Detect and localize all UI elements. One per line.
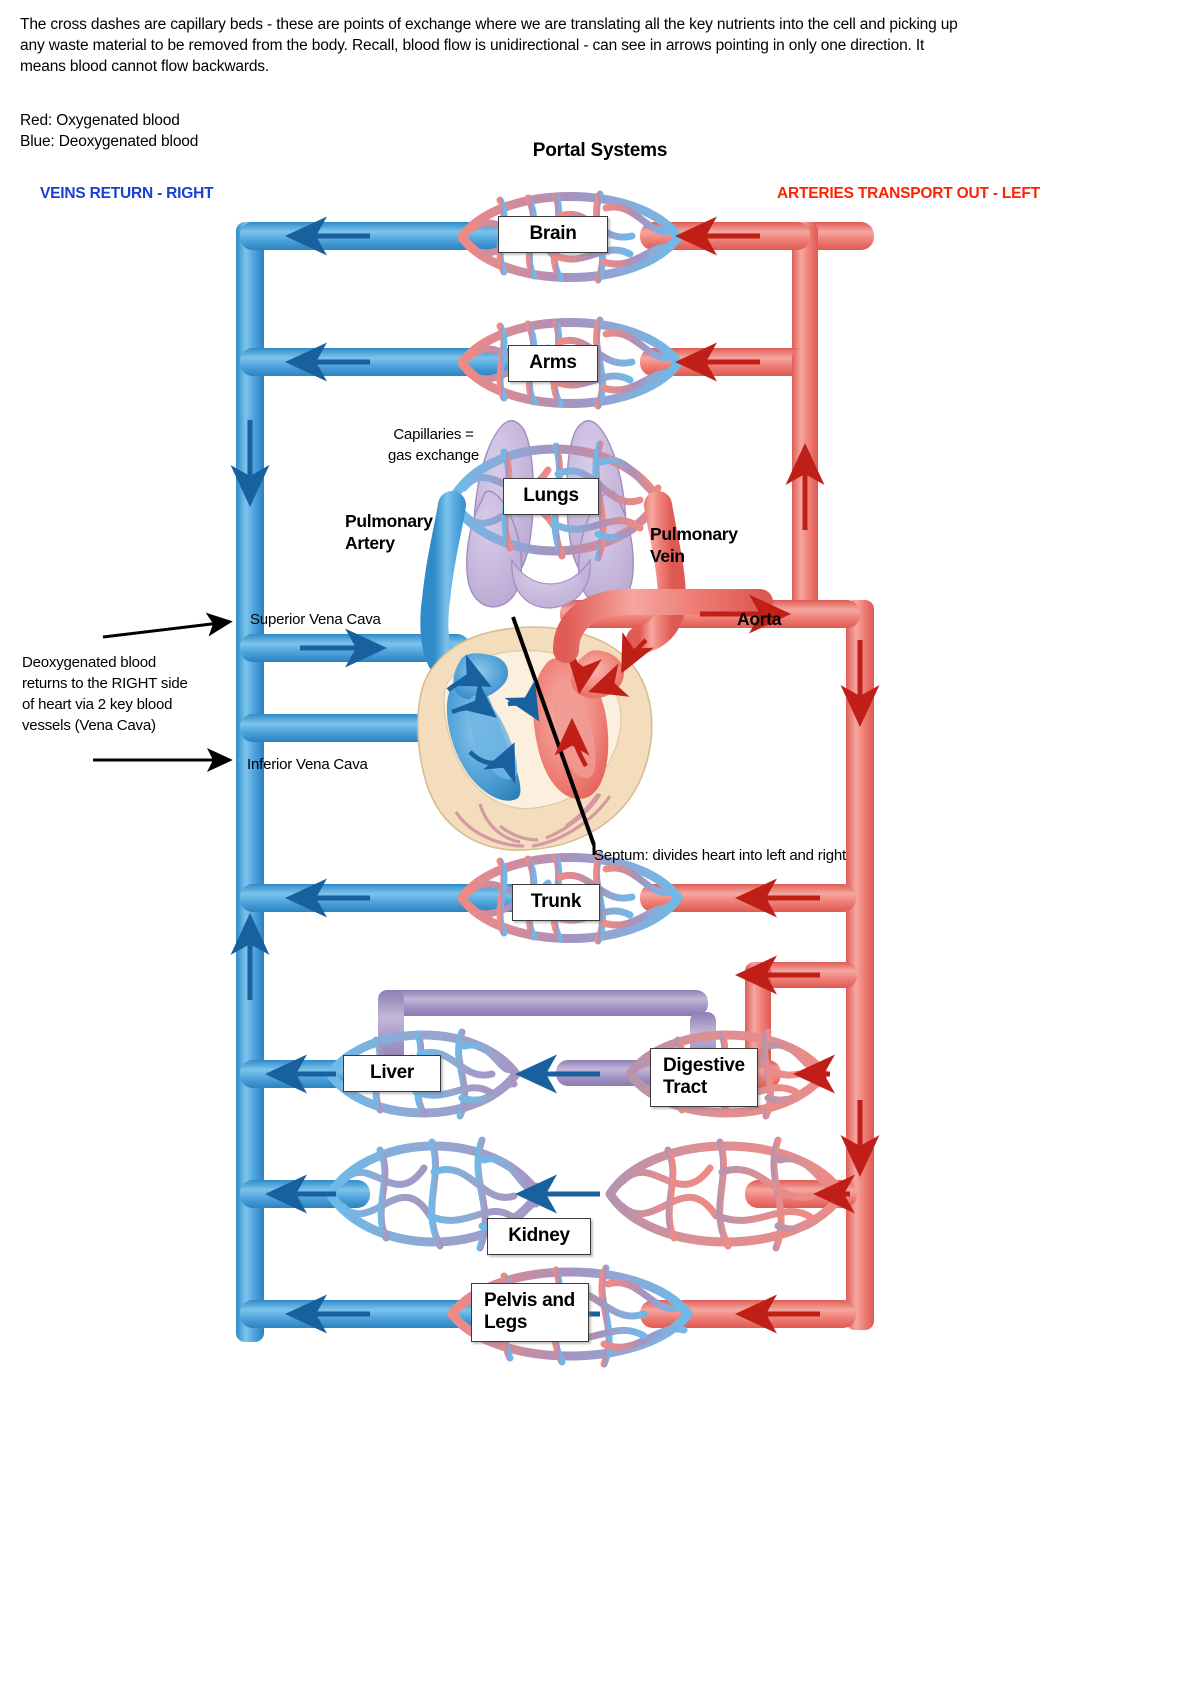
vessel-label-pulmonary-vein: Pulmonary Vein <box>650 524 738 566</box>
organ-label-kidney: Kidney <box>487 1218 591 1255</box>
vessel-label-superior-vena-cava: Superior Vena Cava <box>250 611 381 628</box>
veins-side-label: VEINS RETURN - RIGHT <box>40 185 214 202</box>
organ-label-lungs: Lungs <box>503 478 599 515</box>
vessel-label-pulmonary-artery: Pulmonary Artery <box>345 511 433 553</box>
arteries-side-label: ARTERIES TRANSPORT OUT - LEFT <box>777 185 1040 202</box>
intro-line-3: means blood cannot flow backwards. <box>20 58 270 75</box>
heart-graphic <box>417 616 654 851</box>
note-septum: Septum: divides heart into left and righ… <box>594 847 846 864</box>
aortic-arch <box>553 588 773 663</box>
vessel-label-aorta: Aorta <box>737 609 782 629</box>
intro-line-1: The cross dashes are capillary beds - th… <box>20 16 958 33</box>
color-legend: Red: Oxygenated blood Blue: Deoxygenated… <box>20 110 198 152</box>
organ-label-liver: Liver <box>343 1055 441 1092</box>
legend-red: Red: Oxygenated blood <box>20 112 180 129</box>
intro-line-2: any waste material to be removed from th… <box>20 37 925 54</box>
page-title: Portal Systems <box>532 140 668 161</box>
note-capillaries-gas-exchange: Capillaries = gas exchange <box>388 426 480 464</box>
note-deoxygenated-return: Deoxygenated blood returns to the RIGHT … <box>22 654 188 734</box>
organ-label-arms: Arms <box>508 345 598 382</box>
flow-arrows <box>93 216 880 1334</box>
intro-paragraph: The cross dashes are capillary beds - th… <box>20 14 1095 77</box>
capillary-bed-kidney-right <box>605 1136 847 1252</box>
organ-label-digestive-tract: Digestive Tract <box>650 1048 758 1107</box>
legend-blue: Blue: Deoxygenated blood <box>20 133 199 150</box>
organ-label-brain: Brain <box>498 216 608 253</box>
organ-label-pelvis-and-legs: Pelvis and Legs <box>471 1283 589 1342</box>
organ-label-trunk: Trunk <box>512 884 600 921</box>
vessel-label-inferior-vena-cava: Inferior Vena Cava <box>247 756 368 773</box>
